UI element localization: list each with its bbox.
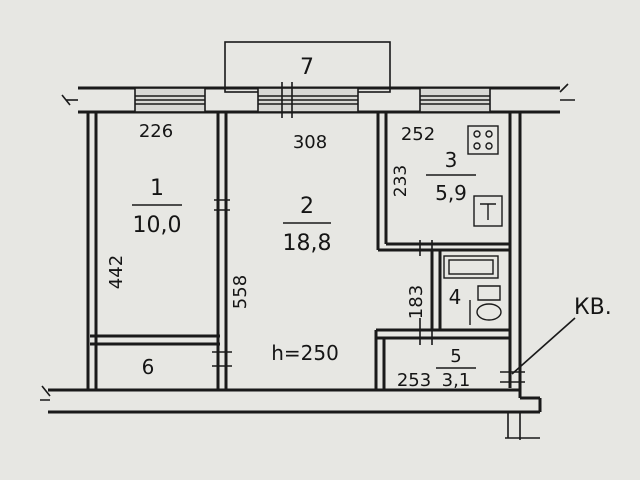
room-5-area: 3,1 <box>442 370 471 391</box>
room-3-number: 3 <box>445 148 458 172</box>
window-3 <box>419 87 491 113</box>
room-1-area: 10,0 <box>133 213 182 238</box>
room-4-number: 4 <box>449 285 462 309</box>
dimension-308: 308 <box>293 132 327 153</box>
room-3-area: 5,9 <box>435 181 467 205</box>
window-2 <box>257 82 359 118</box>
toilet-icon <box>469 285 502 325</box>
balcony-number: 7 <box>300 55 314 80</box>
dimension-558: 558 <box>230 275 251 309</box>
stove-icon <box>467 125 499 155</box>
dimension-226: 226 <box>139 121 173 142</box>
apartment-label: КВ. <box>574 295 612 320</box>
apartment-label-leader <box>511 317 576 375</box>
ceiling-height: h=250 <box>271 341 339 365</box>
dimension-233: 233 <box>391 165 411 197</box>
room-1-number: 1 <box>150 176 164 201</box>
window-1 <box>134 87 206 113</box>
closet-6 <box>90 334 232 367</box>
entrance-door <box>500 371 525 383</box>
bathroom-walls <box>374 250 510 390</box>
dimension-442: 442 <box>106 255 127 289</box>
room-6-number: 6 <box>142 355 155 379</box>
sink-icon <box>473 195 503 227</box>
bathtub-icon <box>443 255 499 279</box>
bottom-exterior-wall <box>40 385 542 440</box>
room-5-number: 5 <box>450 346 461 367</box>
dimension-183: 183 <box>406 285 427 319</box>
room-2-number: 2 <box>300 194 314 219</box>
kitchen-walls <box>376 112 510 256</box>
top-exterior-wall <box>61 82 575 118</box>
dimension-252: 252 <box>401 124 435 145</box>
room-2-area: 18,8 <box>283 231 332 256</box>
dimension-253: 253 <box>397 370 431 391</box>
